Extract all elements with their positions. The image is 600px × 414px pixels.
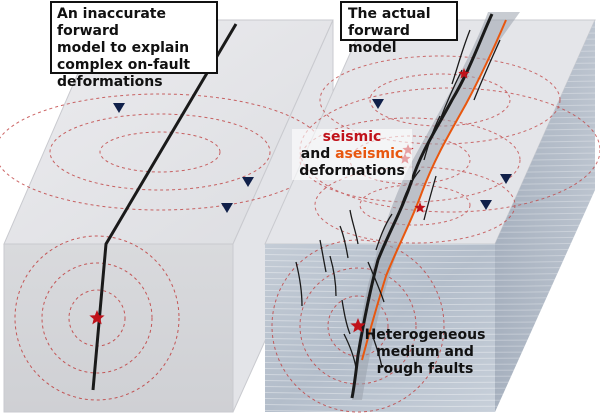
- left-caption-line: An inaccurate forward: [57, 6, 166, 39]
- epicenter-star-icon: [458, 68, 470, 79]
- left-block-front-face: [3, 243, 234, 413]
- left-fault-line: [91, 23, 238, 391]
- station-icon: [221, 203, 233, 213]
- medium-label-line: rough faults: [376, 361, 474, 377]
- seismic-label: seismic: [322, 129, 382, 145]
- deformations-label: deformations: [299, 163, 405, 179]
- right-caption-line: forward model: [348, 23, 410, 56]
- secondary-fractures: [295, 29, 501, 369]
- left-caption-line: model to explain: [57, 40, 190, 56]
- epicenter-star-icon: [414, 202, 426, 213]
- station-icon: [372, 99, 384, 109]
- right-caption-box: The actual forward model: [340, 1, 458, 56]
- medium-label-line: medium and: [376, 344, 474, 360]
- medium-label: Heterogeneous medium and rough faults: [364, 327, 486, 378]
- station-icon: [113, 103, 125, 113]
- station-icon: [500, 174, 512, 184]
- right-caption-line: The actual: [348, 6, 431, 22]
- station-icon: [242, 177, 254, 187]
- epicenter-star-icon: [350, 318, 366, 333]
- epicenter-star-icon: [89, 310, 105, 325]
- medium-label-line: Heterogeneous: [364, 327, 486, 343]
- aseismic-label: aseismic: [335, 146, 404, 162]
- and-aseismic-line: and aseismic: [292, 146, 412, 163]
- deformation-label: seismic and aseismic deformations: [292, 129, 412, 180]
- station-icon: [480, 200, 492, 210]
- aseismic-slip-trace: [361, 19, 507, 361]
- right-main-fault: [350, 13, 494, 399]
- right-block: [264, 12, 600, 413]
- left-caption-box: An inaccurate forward model to explain c…: [50, 1, 218, 90]
- left-caption-line: deformations: [57, 74, 163, 90]
- left-caption-line: complex on-fault: [57, 57, 191, 73]
- and-label: and: [300, 146, 331, 162]
